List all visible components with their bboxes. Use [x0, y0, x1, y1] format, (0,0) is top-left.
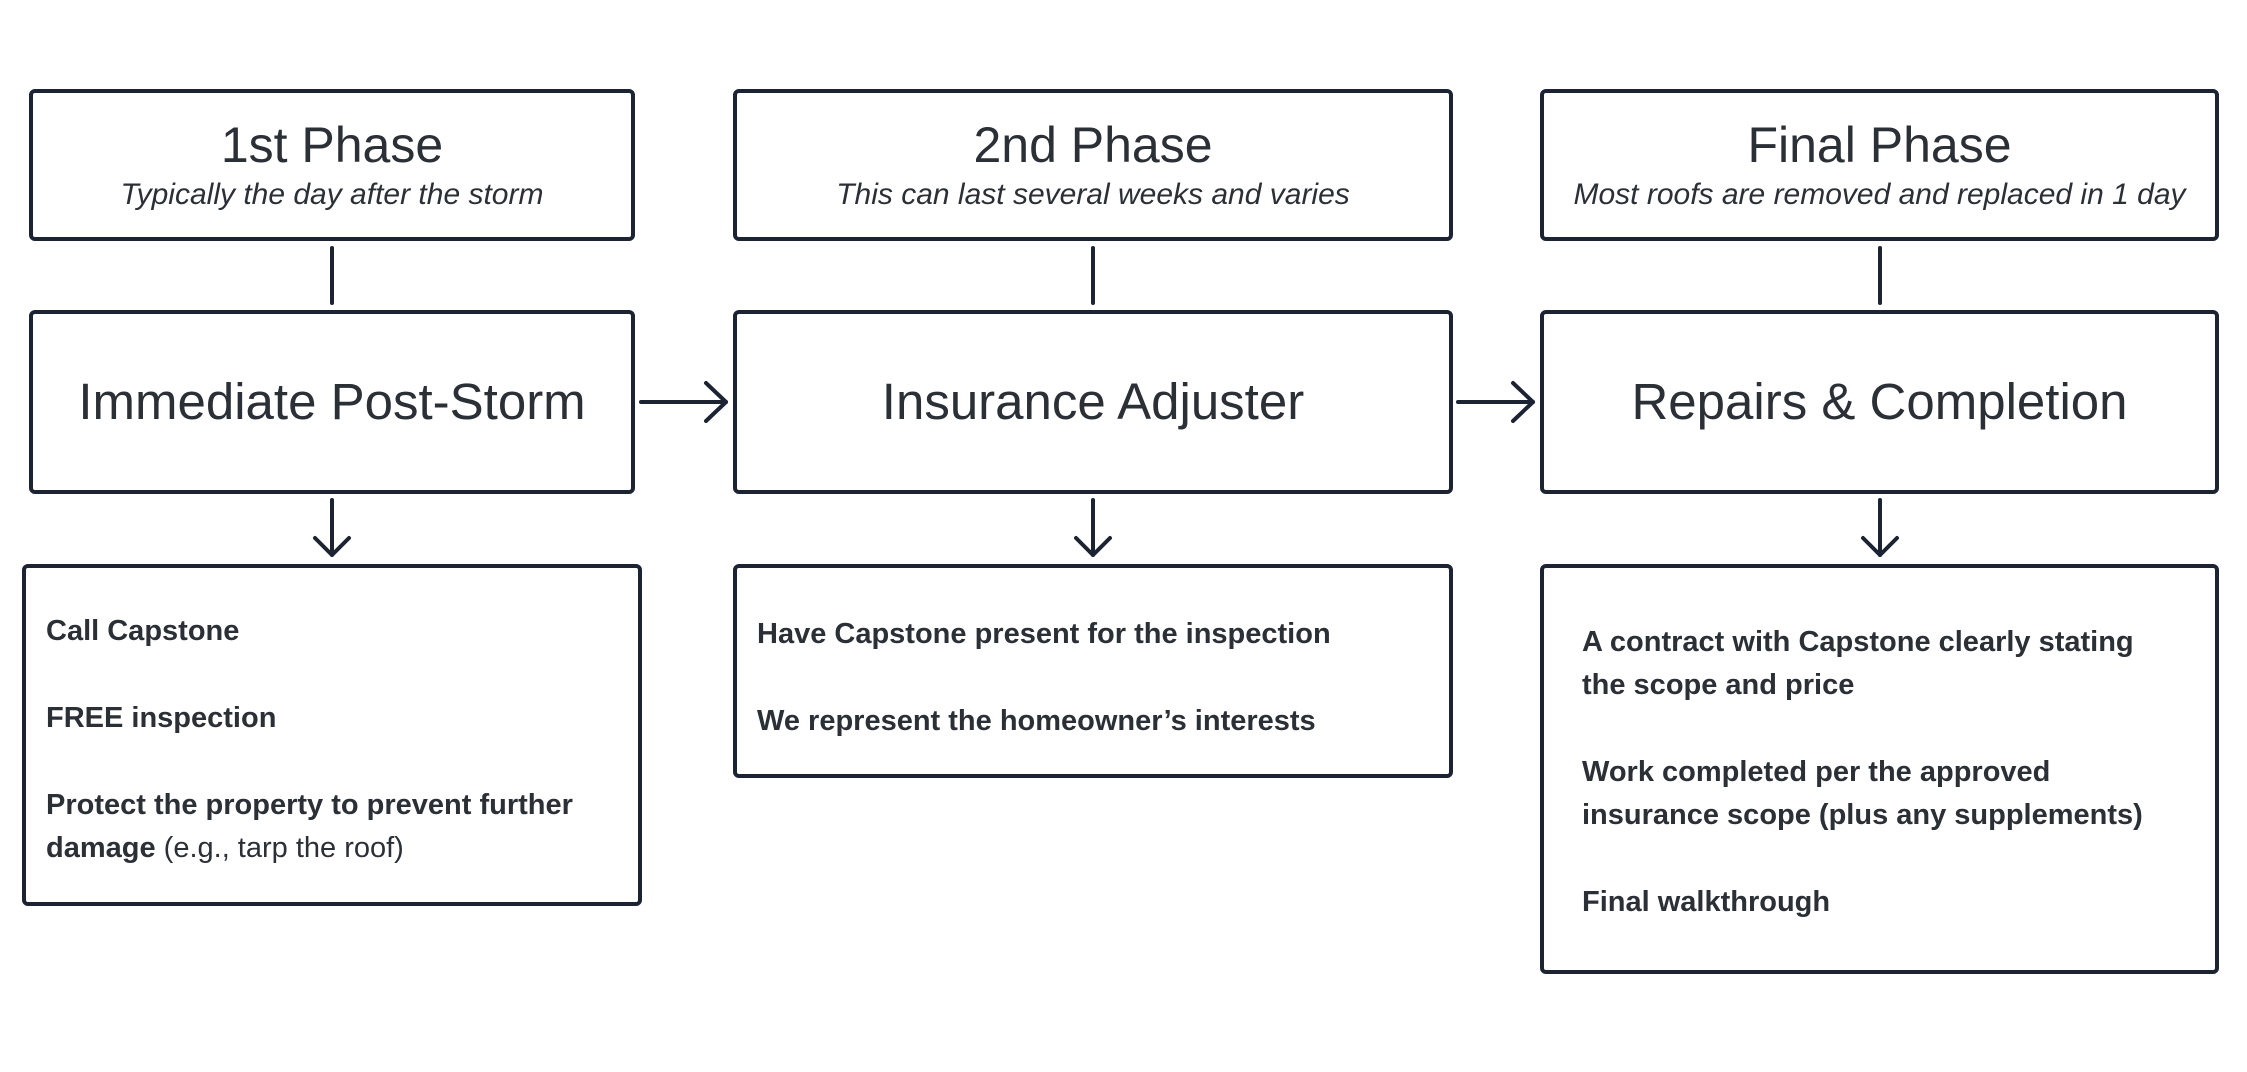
down-arrow-1 [313, 498, 351, 557]
phase-title: 2nd Phase [973, 117, 1213, 173]
detail-bold: We represent the homeowner’s interests [757, 705, 1316, 737]
detail-bold: A contract with Capstone clearly stating… [1582, 626, 2134, 701]
down-arrow-3 [1861, 498, 1899, 557]
detail-item: Call Capstone [46, 610, 618, 653]
detail-normal: (e.g., tarp the roof) [155, 832, 404, 864]
detail-item: Have Capstone present for the inspection [757, 613, 1429, 656]
right-arrow-2 [1456, 381, 1535, 423]
stage-box-2: Insurance Adjuster [733, 310, 1453, 494]
stage-title: Repairs & Completion [1631, 373, 2128, 430]
detail-item: Final walkthrough [1582, 881, 2185, 924]
detail-bold: Call Capstone [46, 615, 240, 647]
phase-subtitle: Most roofs are removed and replaced in 1… [1573, 178, 2186, 211]
phase-subtitle: Typically the day after the storm [120, 178, 544, 211]
down-arrow-2 [1074, 498, 1112, 557]
detail-item: Work completed per the approved insuranc… [1582, 751, 2185, 837]
detail-box-3: A contract with Capstone clearly stating… [1540, 564, 2219, 974]
detail-bold: FREE inspection [46, 702, 277, 734]
stage-box-1: Immediate Post-Storm [29, 310, 635, 494]
phase-box-1: 1st Phase Typically the day after the st… [29, 89, 635, 241]
stage-box-3: Repairs & Completion [1540, 310, 2219, 494]
detail-item: A contract with Capstone clearly stating… [1582, 621, 2185, 707]
detail-bold: Have Capstone present for the inspection [757, 618, 1331, 650]
detail-bold: Work completed per the approved insuranc… [1582, 756, 2143, 831]
detail-item: We represent the homeowner’s interests [757, 700, 1429, 743]
phase-box-3: Final Phase Most roofs are removed and r… [1540, 89, 2219, 241]
detail-item: FREE inspection [46, 697, 618, 740]
right-arrow-1 [639, 381, 728, 423]
phase-title: 1st Phase [220, 117, 444, 173]
detail-box-1: Call Capstone FREE inspection Protect th… [22, 564, 642, 906]
detail-bold: Protect the property to prevent further … [46, 789, 573, 864]
phase-subtitle: This can last several weeks and varies [836, 178, 1350, 211]
detail-bold: Final walkthrough [1582, 886, 1831, 918]
detail-item: Protect the property to prevent further … [46, 784, 606, 870]
detail-box-2: Have Capstone present for the inspection… [733, 564, 1453, 778]
stage-title: Immediate Post-Storm [78, 373, 586, 430]
phase-box-2: 2nd Phase This can last several weeks an… [733, 89, 1453, 241]
stage-title: Insurance Adjuster [881, 373, 1305, 430]
phase-title: Final Phase [1747, 117, 2012, 173]
